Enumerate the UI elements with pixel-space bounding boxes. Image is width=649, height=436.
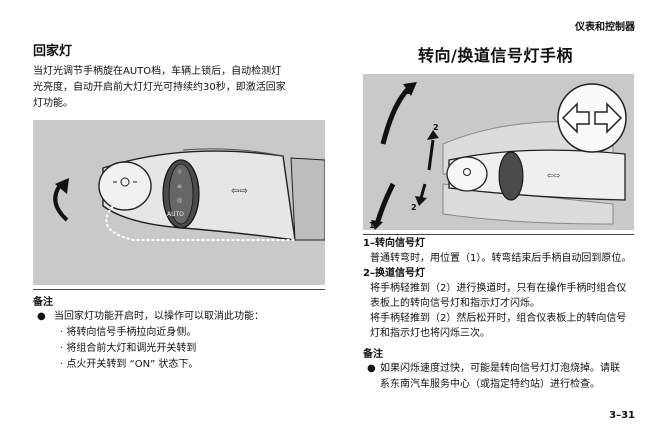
section-title-turn-signal: 转向/换道信号灯手柄 xyxy=(418,46,573,65)
svg-text:⇦⇨: ⇦⇨ xyxy=(231,186,248,197)
item-line: 将手柄轻推到（2）然后松开时，组合仪表板上的转向信号 xyxy=(370,313,627,324)
headlight-switch-drawing: ☼ ≡ ◎ AUTO ⇦⇨ xyxy=(53,148,325,241)
home-light-paragraph: 当灯光调节手柄旋在AUTO档，车辆上锁后，自动检测灯 光亮度，自动开启前大灯灯光… xyxy=(33,64,333,112)
section-title-home-light: 回家灯 xyxy=(33,44,73,59)
item-line: 表板上的转向信号灯和指示灯才闪烁。 xyxy=(370,298,540,309)
svg-text:⇦⇨: ⇦⇨ xyxy=(547,171,561,180)
note-item: · 将转向信号手柄拉向近身侧。 xyxy=(60,327,197,338)
rotate-arrow-icon xyxy=(55,178,69,194)
bullet-icon: ● xyxy=(367,363,376,374)
svg-text:◎: ◎ xyxy=(177,197,182,204)
svg-text:≡: ≡ xyxy=(177,183,182,190)
item-line: 普通转弯时，用位置（1）。转弯结束后手柄自动回到原位。 xyxy=(370,253,632,264)
paragraph-line: 灯功能。 xyxy=(33,98,73,109)
auto-label: AUTO xyxy=(167,211,184,218)
divider xyxy=(33,289,325,290)
item-line: 灯和指示灯也将闪烁三次。 xyxy=(370,328,490,339)
note-label-right: 备注 xyxy=(363,349,383,360)
turn-signal-drawing: ⇦⇨ 1 2 2 1 xyxy=(369,82,627,230)
item-heading: 1–转向信号灯 xyxy=(363,238,425,249)
item-heading: 2–换道信号灯 xyxy=(363,268,425,279)
turn-signal-illustration: ⇦⇨ 1 2 2 1 xyxy=(363,74,634,230)
headlight-switch-illustration: ☼ ≡ ◎ AUTO ⇦⇨ xyxy=(33,120,325,285)
paragraph-line: 光亮度，自动开启前大灯灯光可持续约30秒，即激活回家 xyxy=(33,82,286,93)
divider xyxy=(363,234,634,235)
arrow-label: 1 xyxy=(405,87,411,96)
note-item: · 将组合前大灯和调光开关转到 xyxy=(60,343,197,354)
note-item: · 点火开关转到 “ON” 状态下。 xyxy=(60,359,199,370)
page-number: 3–31 xyxy=(609,410,635,421)
paragraph-line: 当灯光调节手柄旋在AUTO档，车辆上锁后，自动检测灯 xyxy=(33,66,282,77)
turn-arrows-icon xyxy=(557,83,627,153)
item-line: 将手柄轻推到（2）进行换道时，只有在操作手柄时组合仪 xyxy=(370,283,627,294)
note-line: 系东南汽车服务中心（或指定特约站）进行检查。 xyxy=(380,379,600,390)
section-header: 仪表和控制器 xyxy=(575,22,635,33)
arrow-label: 1 xyxy=(369,221,375,230)
arrow-label: 2 xyxy=(433,123,439,132)
bullet-icon: ● xyxy=(37,311,46,322)
note-intro: 当回家灯功能开启时，以操作可以取消此功能： xyxy=(54,311,264,322)
svg-text:☼: ☼ xyxy=(177,169,183,176)
note-label-left: 备注 xyxy=(33,297,53,308)
note-line: 如果闪烁速度过快，可能是转向信号灯灯泡烧掉。请联 xyxy=(380,363,620,374)
arrow-label: 2 xyxy=(411,203,417,212)
